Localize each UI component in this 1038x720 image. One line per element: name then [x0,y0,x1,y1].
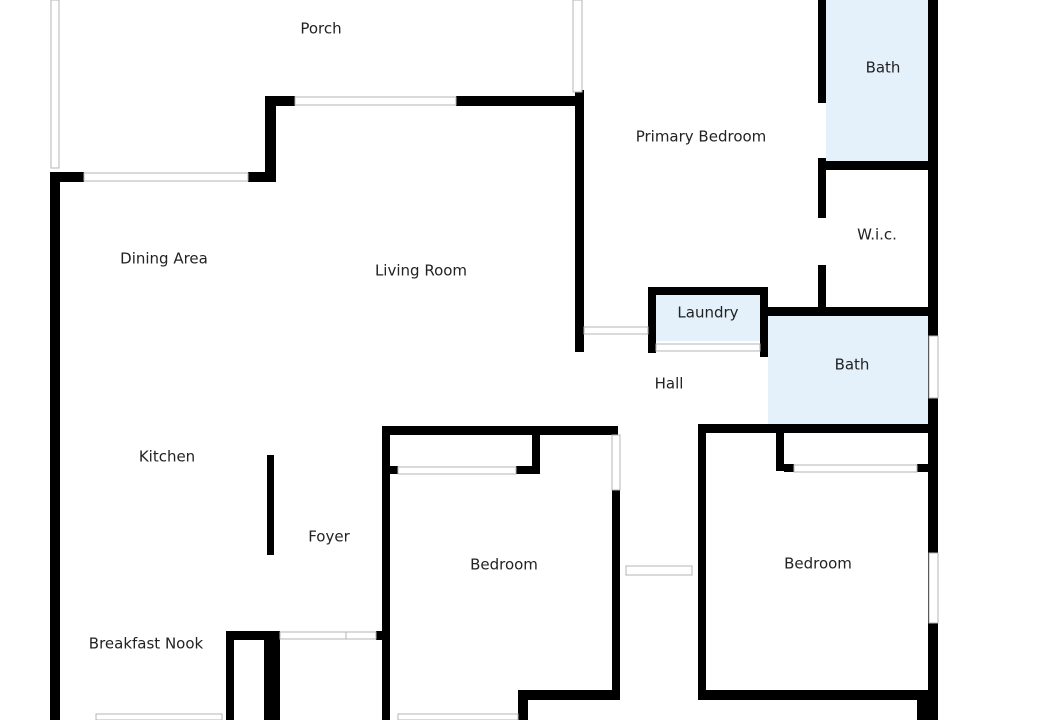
wall [528,700,928,720]
window [572,0,583,93]
wall [382,426,618,435]
room-label-primary-bath: Bath [866,59,901,77]
wall [648,287,768,295]
wall [456,96,582,106]
wall [784,464,794,472]
room-label-laundry: Laundry [677,304,738,322]
room-label-hall-bath: Bath [835,356,870,374]
wall [50,172,84,182]
hall-bath-fill [768,316,928,424]
window [50,0,60,169]
room-label-foyer: Foyer [308,528,350,546]
wall [762,307,938,316]
window [625,565,693,576]
wall [818,265,826,312]
window [793,464,918,473]
room-label-bedroom-right: Bedroom [784,555,852,573]
wall [226,631,234,720]
wall [50,172,60,720]
window [83,172,249,182]
window [345,631,377,640]
window [397,713,519,720]
primary-bath-fill [826,0,928,161]
wall [518,690,528,720]
window [294,96,457,106]
wall [698,424,706,492]
room-label-kitchen: Kitchen [139,448,195,466]
wall [518,690,620,700]
wall [376,631,390,640]
wall [917,464,928,472]
window [397,466,517,475]
wall [760,287,768,357]
room-label-dining-area: Dining Area [120,250,208,268]
wall [698,424,938,433]
wall [826,161,930,170]
window [655,343,761,352]
wall [265,96,276,182]
room-labels: Porch Primary Bedroom Bath W.i.c. Dining… [89,20,901,653]
wall [265,96,295,106]
wet-room-fills [656,0,928,424]
wall [776,433,784,471]
wall [267,455,274,555]
wall [818,158,826,218]
wall [390,466,398,474]
wall [264,631,280,720]
wall [248,172,276,182]
room-label-hall: Hall [655,375,684,393]
window [279,631,347,640]
wall [516,466,540,474]
room-label-living-room: Living Room [375,262,467,280]
wall [226,631,280,640]
window [928,552,939,624]
window [611,434,621,491]
wall [818,0,826,103]
window [928,335,939,399]
wall [648,287,656,353]
wall [698,490,706,700]
window [583,326,649,335]
wall [575,90,584,352]
wall [917,700,929,720]
wall [698,690,938,700]
wall [382,426,390,720]
room-label-breakfast-nook: Breakfast Nook [89,635,204,653]
windows [50,0,939,720]
window [95,713,223,720]
room-label-bedroom-center: Bedroom [470,556,538,574]
room-label-walk-in-closet: W.i.c. [857,226,897,244]
room-label-primary-bedroom: Primary Bedroom [636,128,767,146]
laundry-fill [656,295,760,341]
room-label-porch: Porch [300,20,341,38]
wall [612,490,620,700]
wall [532,426,540,474]
